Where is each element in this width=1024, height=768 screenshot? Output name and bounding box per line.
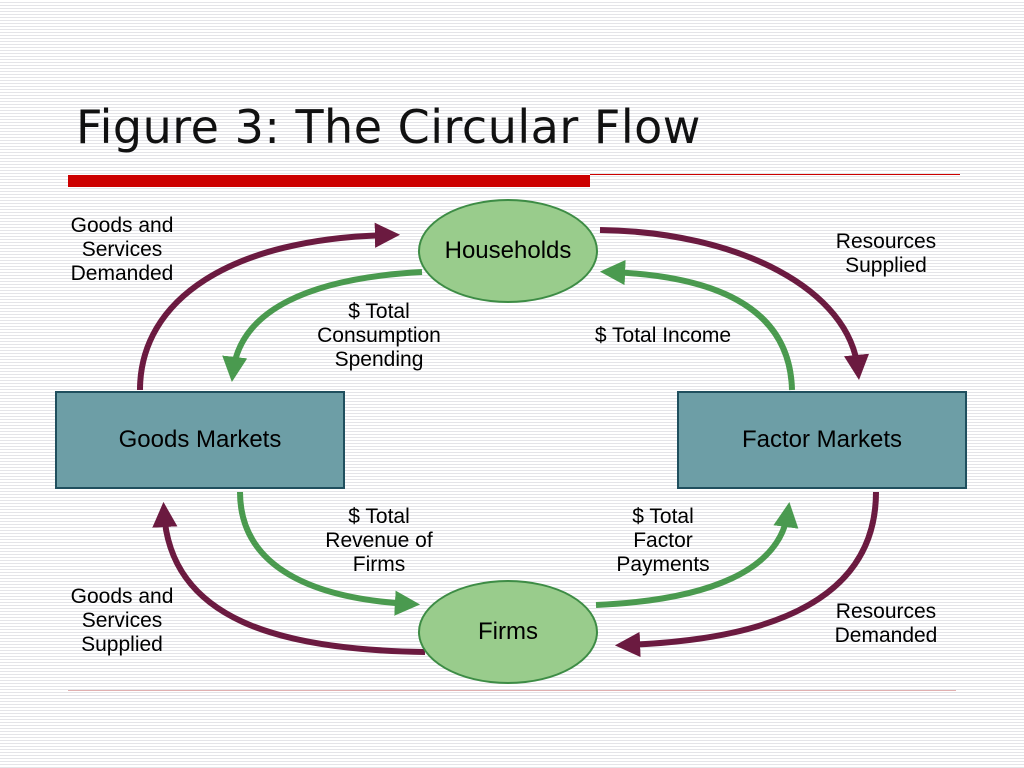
- arrow-consumption-spending: [222, 269, 423, 383]
- label-goods-services-demanded: Goods and Services Demanded: [70, 214, 174, 285]
- arrow-resources-supplied: [599, 227, 870, 381]
- bottom-rule: [68, 690, 956, 691]
- label-resources-supplied: Resources Supplied: [835, 230, 937, 277]
- firms-node: Firms: [418, 580, 598, 684]
- title-rule-thin: [590, 174, 960, 175]
- page-title: Figure 3: The Circular Flow: [76, 100, 701, 154]
- factor-markets-node: Factor Markets: [677, 391, 967, 489]
- label-total-consumption-spending: $ Total Consumption Spending: [317, 300, 441, 371]
- arrow-goods-supplied: [152, 501, 426, 655]
- arrow-factor-payments: [595, 502, 799, 608]
- arrow-revenue-of-firms: [237, 491, 421, 616]
- label-total-income: $ Total Income: [594, 324, 732, 347]
- title-rule-thick: [68, 175, 590, 187]
- label-total-revenue-of-firms: $ Total Revenue of Firms: [325, 505, 433, 576]
- goods-markets-node: Goods Markets: [55, 391, 345, 489]
- arrow-goods-demanded: [137, 222, 401, 391]
- households-node: Households: [418, 199, 598, 303]
- label-goods-services-supplied: Goods and Services Supplied: [70, 585, 174, 656]
- label-resources-demanded: Resources Demanded: [834, 600, 938, 647]
- label-total-factor-payments: $ Total Factor Payments: [616, 505, 710, 576]
- arrow-total-income: [599, 259, 795, 391]
- arrow-resources-demanded: [614, 491, 879, 658]
